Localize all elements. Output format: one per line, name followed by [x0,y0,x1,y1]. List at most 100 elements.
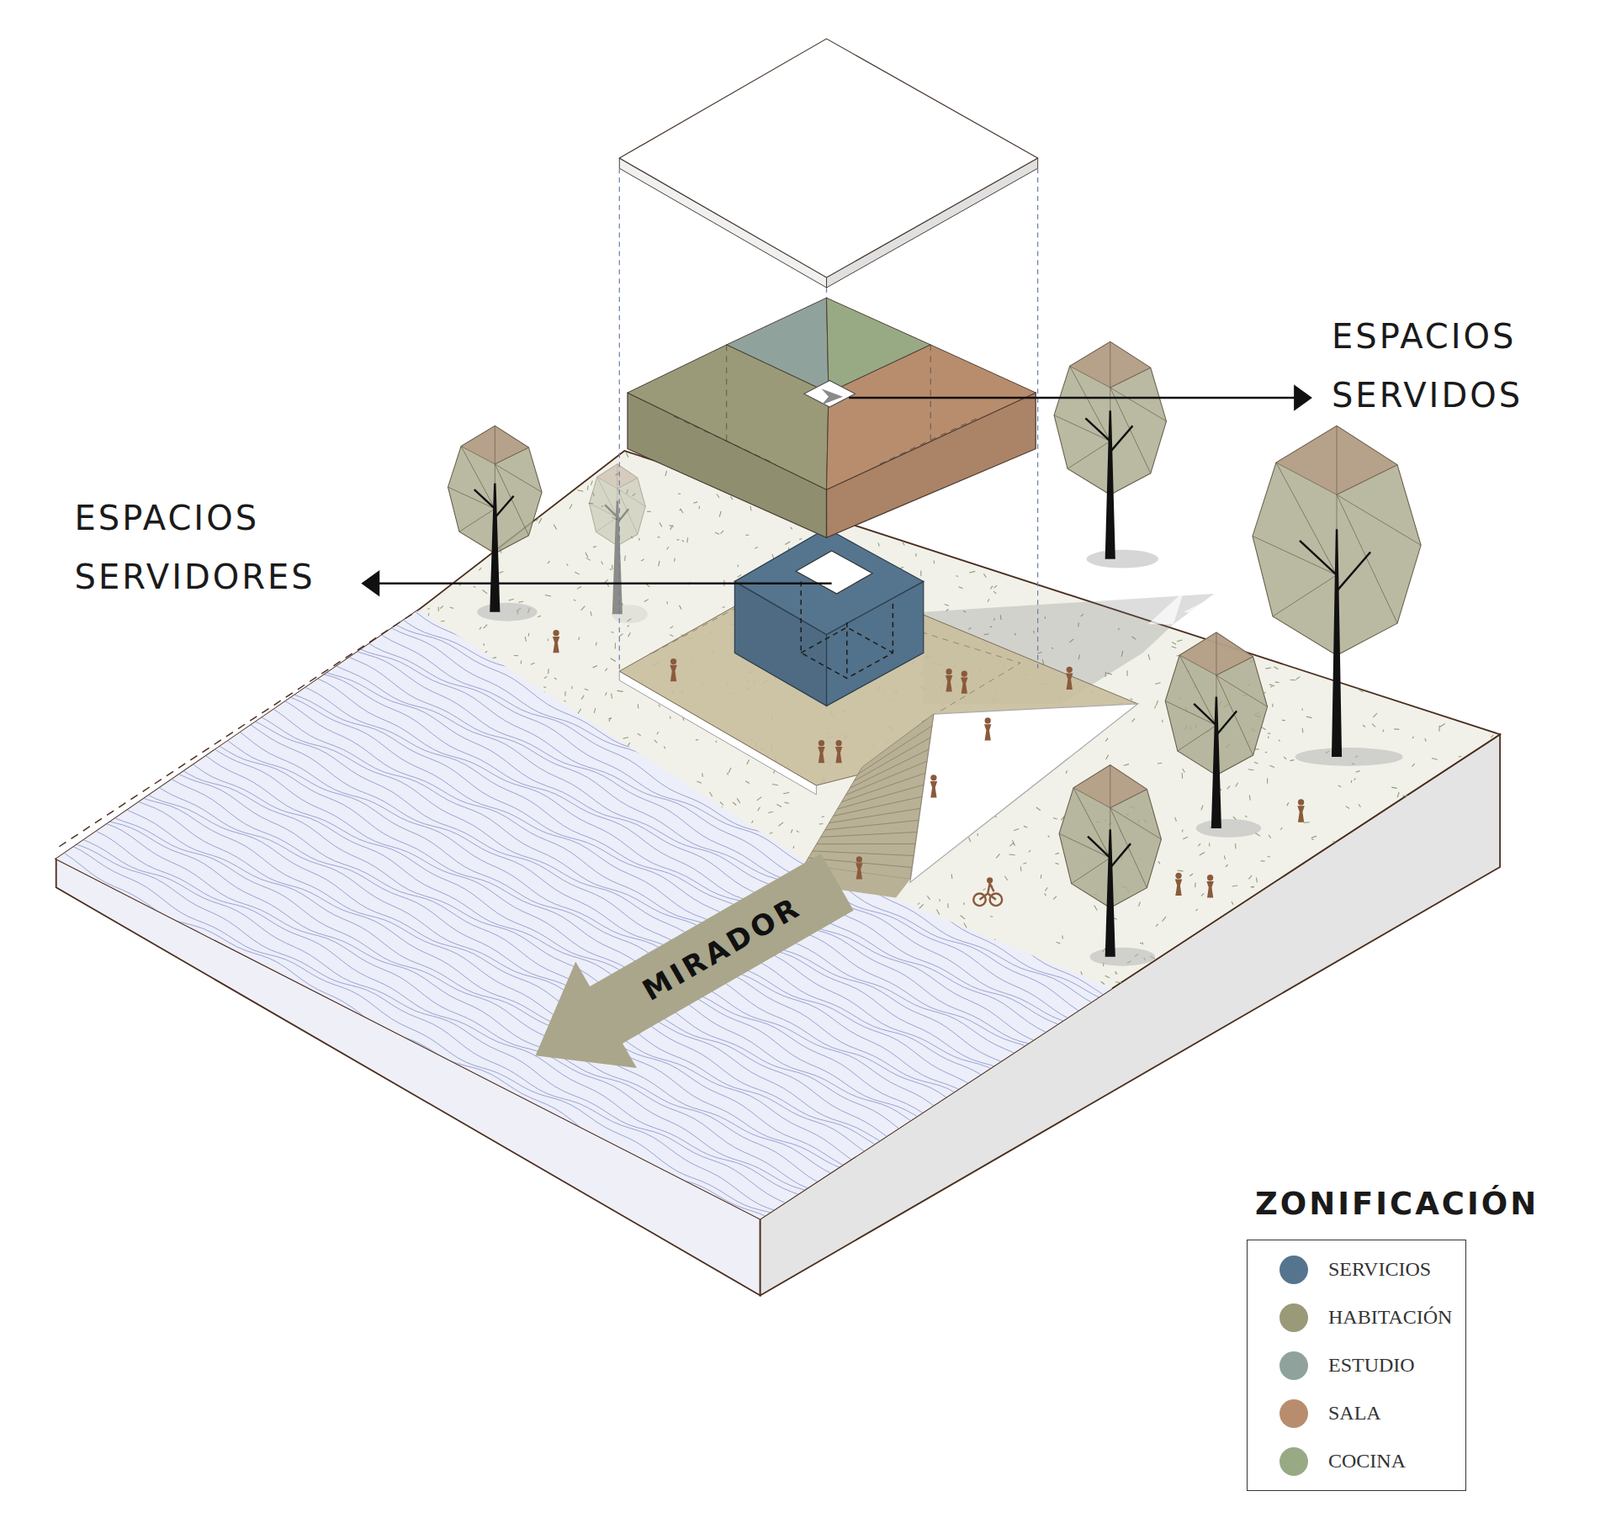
tree [1059,765,1161,967]
person-figure [1206,874,1214,898]
tree-branches [604,504,629,523]
ramp-step [812,851,914,857]
tree-branches [1087,837,1131,869]
person-head [945,668,952,675]
tree-branches [474,489,514,518]
ramp-step [832,796,922,816]
legend-row: COCINA [1279,1437,1452,1486]
opening-chevron [821,388,843,405]
person-figure [855,856,863,880]
person-head [818,740,825,747]
water-line [41,867,1128,1429]
legend-label: COCINA [1328,1450,1406,1473]
person-body [855,863,863,880]
person-body [960,677,968,694]
person-head [985,717,991,724]
tree [1054,341,1166,568]
direction-arrow: MIRADOR [504,827,870,1111]
leader-line [377,582,832,585]
person-head [856,856,863,863]
water-line [41,409,1128,969]
zone-top [826,344,1037,490]
water-lines [41,409,1128,1429]
tree-shadow [1295,747,1404,767]
person-figure [1065,667,1073,690]
water-line [41,856,1128,1420]
roof-top [619,38,1038,278]
person-body [817,747,825,763]
legend-swatch [1279,1351,1309,1381]
legend-title: ZONIFICACIÓN [1255,1186,1539,1224]
water-line [41,762,1128,1331]
person-figure [1297,799,1304,822]
legend-row: ESTUDIO [1279,1341,1452,1390]
person-body [984,724,991,741]
cube-opening [795,550,873,594]
trees-group [448,341,1422,966]
zone-top [627,344,829,490]
person-figure [1175,873,1182,896]
person-head [1066,667,1073,673]
leader-arrowhead [1293,384,1313,412]
legend-label: SERVICIOS [1328,1258,1431,1282]
tree-shadow [1086,550,1159,569]
legend-label: SALA [1328,1402,1382,1426]
person-body [835,747,843,763]
people-group [552,630,1305,906]
person-figure [817,740,825,763]
person-head [670,658,677,665]
legend-label: ESTUDIO [1328,1354,1415,1378]
tree-trunk [1211,696,1222,828]
tree-shadow [476,603,537,622]
legend-row: SALA [1279,1389,1452,1438]
person-figure [960,671,968,695]
legend-swatch [1279,1447,1309,1477]
water-line [41,794,1128,1357]
water-line [41,773,1128,1341]
tree [448,425,543,621]
ramp-step [858,725,933,774]
water-line [41,592,1128,1154]
ramp-step [849,749,929,789]
shadow-chevron [1183,593,1219,615]
person-body [945,675,953,692]
person-figure [945,668,953,692]
leader-line [848,397,1296,399]
ramp-step [821,831,917,838]
person-figure [984,717,991,741]
ramp-step [845,761,928,795]
tree-trunk [489,483,500,613]
person-figure [835,740,843,763]
ramp-steps [808,725,933,868]
services-cube-top [734,528,923,635]
projection-dashed [619,168,1038,673]
person-body [669,665,677,682]
person-head [835,740,842,747]
water-line [41,837,1128,1399]
ramp-step [816,843,916,845]
block-dashed [673,344,982,538]
callout-label: ESPACIOS SERVIDORES [74,488,316,607]
water-dashed-edge [58,609,419,847]
tree [1252,425,1421,767]
shadow-chevron [1148,592,1184,626]
water-line [41,788,1128,1345]
arrow-label: MIRADOR [575,827,870,1071]
water-line [41,814,1128,1383]
ramp-step [853,737,931,782]
water-line [41,607,1128,1179]
tree-trunk [1331,529,1342,758]
person-body [1206,881,1214,898]
person-figure [930,774,938,798]
person-body [1175,879,1182,896]
person-body [930,781,938,798]
bike-rider-head [986,877,993,884]
block-opening [804,380,856,408]
ramp-step [828,808,920,823]
callout-label: ESPACIOS SERVIDOS [1331,307,1523,425]
person-head [930,774,937,781]
legend-swatch [1279,1399,1309,1429]
tree-branches [1085,418,1133,452]
person-head [1175,873,1182,880]
